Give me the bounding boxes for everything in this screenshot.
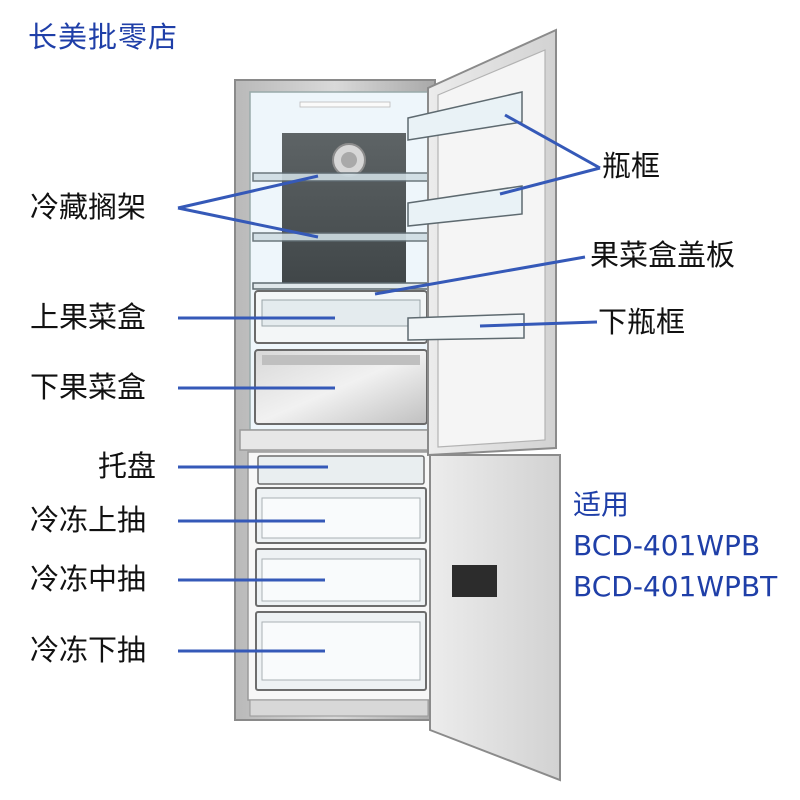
compatible-heading: 适用 [573, 488, 630, 521]
compatible-models: 适用 BCD-401WPB BCD-401WPBT [573, 484, 777, 607]
label-freezer-upper: 冷冻上抽 [30, 503, 147, 537]
label-crisper-cover: 果菜盒盖板 [590, 238, 736, 272]
label-lower-bottle-rack: 下瓶框 [598, 305, 686, 339]
label-lower-crisper: 下果菜盒 [30, 370, 147, 404]
upper-crisper-drawer [254, 290, 428, 344]
label-freezer-lower: 冷冻下抽 [30, 633, 147, 667]
pointer-lines [177, 113, 601, 653]
model-2: BCD-401WPBT [573, 570, 778, 603]
label-upper-crisper: 上果菜盒 [30, 300, 147, 334]
lower-door [429, 454, 561, 782]
freezer-compartment [247, 451, 431, 717]
model-1: BCD-401WPB [573, 529, 761, 562]
store-title: 长美批零店 [28, 20, 179, 54]
label-bottle-rack: 瓶框 [602, 149, 661, 183]
label-fridge-shelf: 冷藏搁架 [30, 190, 147, 224]
label-tray: 托盘 [98, 449, 157, 483]
upper-door [407, 28, 557, 457]
label-freezer-middle: 冷冻中抽 [30, 562, 147, 596]
